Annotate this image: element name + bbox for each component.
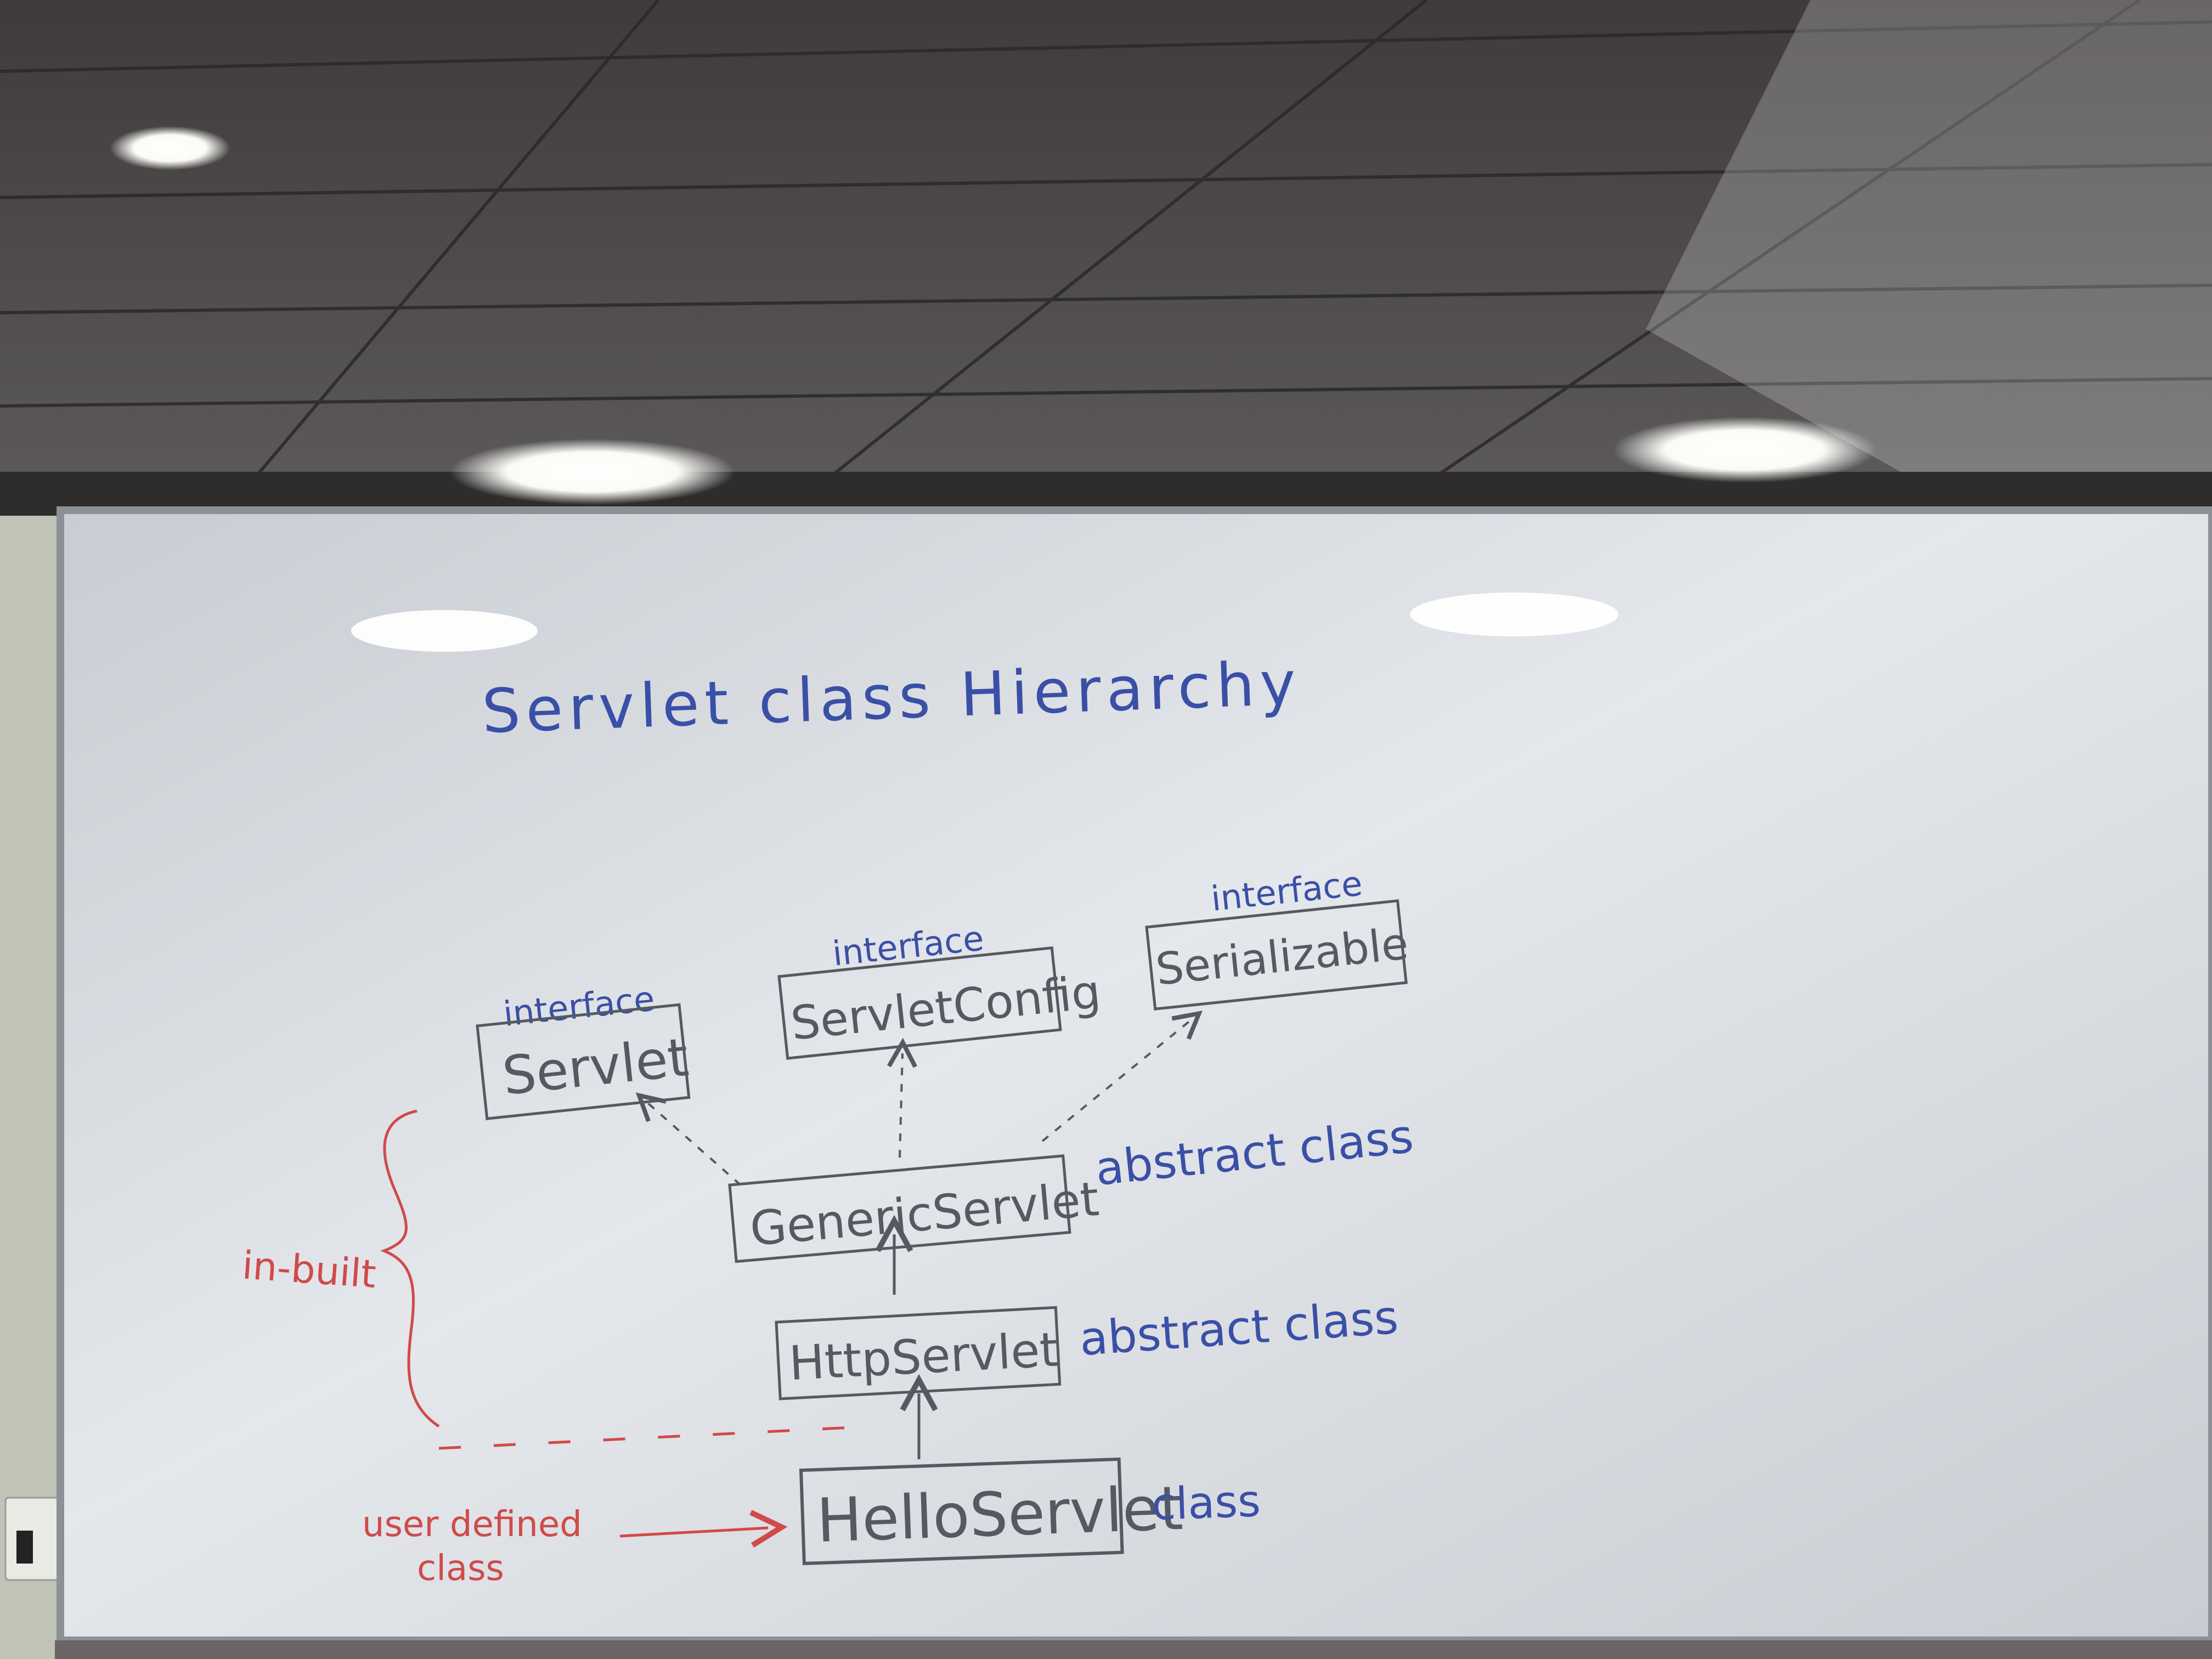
user-defined-label-line2: class	[417, 1548, 504, 1589]
helloservlet-label: HelloServlet	[815, 1473, 1184, 1556]
arrow-right-icon	[619, 1528, 768, 1536]
inheritance-lines	[647, 1020, 1190, 1459]
inbuilt-label: in-built	[241, 1243, 377, 1297]
socket-switch-icon	[16, 1531, 33, 1564]
wall	[0, 516, 66, 1659]
helloservlet-node: HelloServlet class	[799, 1457, 1261, 1565]
ceiling	[0, 0, 2212, 516]
ceiling-light-icon	[110, 126, 1876, 505]
inbuilt-annotation: in-built	[241, 1109, 873, 1450]
user-defined-label-line1: user defined	[362, 1504, 582, 1545]
separator-line	[438, 1425, 873, 1450]
user-defined-annotation: user defined class	[362, 1504, 768, 1589]
whiteboard	[55, 506, 2212, 1659]
helloservlet-kind: class	[1150, 1475, 1261, 1530]
